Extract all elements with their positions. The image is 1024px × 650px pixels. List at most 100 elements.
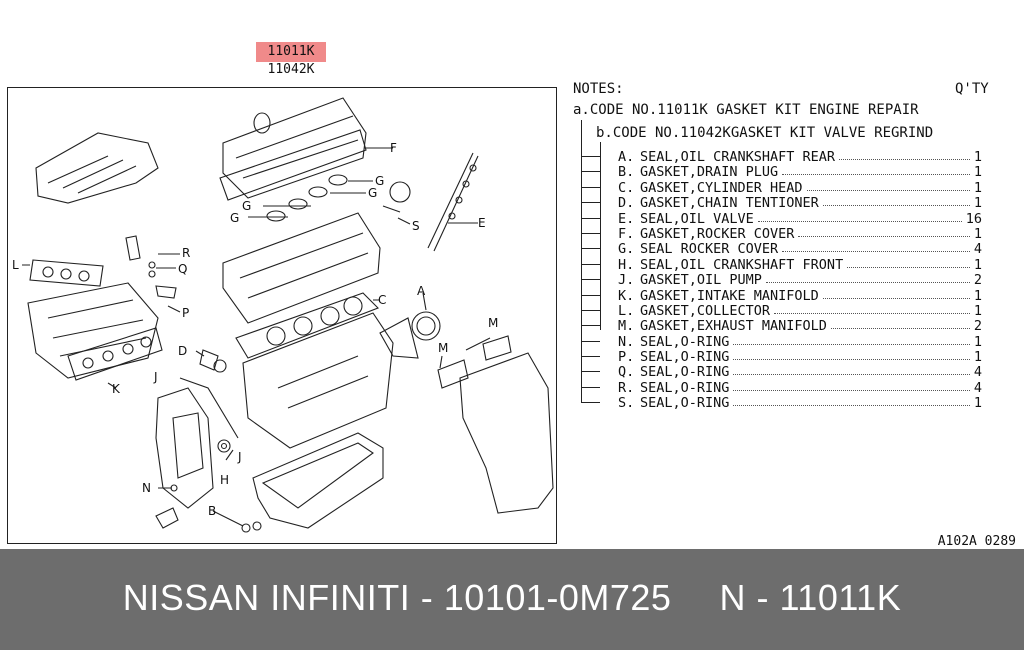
quantity-header: Q'TY bbox=[955, 81, 989, 97]
part-quantity: 1 bbox=[973, 333, 982, 350]
callout-label: E bbox=[478, 216, 486, 230]
part-quantity: 1 bbox=[973, 349, 982, 366]
leader-dots bbox=[774, 312, 970, 314]
part-description: GASKET,DRAIN PLUG bbox=[640, 164, 779, 181]
engine-parts-drawing bbox=[22, 97, 554, 533]
part-row: C. GASKET,CYLINDER HEAD 1 bbox=[578, 179, 998, 196]
part-letter: E. bbox=[618, 210, 635, 227]
part-quantity: 1 bbox=[973, 225, 982, 242]
tree-branch bbox=[582, 232, 600, 234]
part-description: SEAL,O-RING bbox=[640, 364, 730, 381]
part-description: SEAL,O-RING bbox=[640, 395, 730, 412]
part-quantity: 4 bbox=[973, 379, 982, 396]
reference-code: A102A 0289 bbox=[937, 534, 1016, 549]
tree-branch bbox=[582, 386, 600, 388]
part-letter: L. bbox=[618, 302, 635, 319]
leader-dots bbox=[831, 328, 970, 330]
vehicle-part-number: NISSAN INFINITI - 10101-0M725 bbox=[122, 577, 672, 618]
tree-connector bbox=[600, 142, 601, 330]
leader-dots bbox=[733, 343, 970, 345]
part-letter: M. bbox=[618, 318, 635, 335]
tree-branch bbox=[582, 325, 600, 327]
part-description: GASKET,CYLINDER HEAD bbox=[640, 179, 803, 196]
callout-label: H bbox=[220, 473, 230, 487]
callout-label: G bbox=[230, 211, 240, 225]
leader-dots bbox=[782, 251, 970, 253]
callout-label: M bbox=[488, 316, 499, 330]
callout-label: K bbox=[112, 382, 120, 396]
footer-text: NISSAN INFINITI - 10101-0M725 N - 11011K bbox=[0, 577, 1024, 619]
tree-branch bbox=[582, 279, 600, 281]
part-row: N. SEAL,O-RING 1 bbox=[578, 333, 998, 350]
part-letter: G. bbox=[618, 241, 635, 258]
callout-label: N bbox=[142, 481, 151, 495]
tree-branch bbox=[582, 156, 600, 157]
callout-label: G bbox=[375, 174, 385, 188]
part-letter: H. bbox=[618, 256, 635, 273]
part-quantity: 1 bbox=[973, 179, 982, 196]
tree-branch bbox=[582, 202, 600, 204]
part-quantity: 1 bbox=[973, 302, 982, 319]
leader-dots bbox=[733, 374, 970, 376]
callout-label: Q bbox=[178, 262, 188, 276]
part-description: SEAL,O-RING bbox=[640, 333, 730, 350]
part-letter: J. bbox=[618, 272, 635, 289]
kit-code-b: b.CODE NO.11042KGASKET KIT VALVE REGRIND bbox=[596, 125, 934, 141]
leader-dots bbox=[766, 282, 970, 284]
callout-label: C bbox=[378, 293, 387, 307]
part-quantity: 2 bbox=[973, 272, 982, 289]
part-letter: K. bbox=[618, 287, 635, 304]
exploded-parts-diagram: F G G G G E S R Q L P C A M M D J J H K … bbox=[7, 87, 557, 544]
callout-label: S bbox=[412, 219, 420, 233]
tree-branch bbox=[582, 340, 600, 342]
callout-label: G bbox=[368, 186, 378, 200]
part-letter: B. bbox=[618, 164, 635, 181]
part-quantity: 16 bbox=[965, 210, 982, 227]
part-description: SEAL,OIL CRANKSHAFT REAR bbox=[640, 149, 836, 165]
leader-dots bbox=[733, 359, 970, 361]
part-letter: C. bbox=[618, 179, 635, 196]
kit-number: N - 11011K bbox=[719, 577, 902, 618]
leader-dots bbox=[758, 220, 962, 222]
part-letter: N. bbox=[618, 333, 635, 350]
part-quantity: 1 bbox=[973, 149, 982, 165]
part-letter: A. bbox=[618, 149, 635, 165]
callout-label: J bbox=[238, 450, 242, 464]
part-letter: S. bbox=[618, 395, 635, 412]
tree-branch bbox=[582, 402, 600, 404]
tree-branch bbox=[582, 356, 600, 358]
part-description: SEAL,O-RING bbox=[640, 349, 730, 366]
leader-dots bbox=[733, 389, 970, 391]
callout-label: D bbox=[178, 344, 188, 358]
callout-label: B bbox=[208, 504, 217, 518]
part-quantity: 1 bbox=[973, 195, 982, 212]
part-letter: Q. bbox=[618, 364, 635, 381]
part-quantity: 4 bbox=[973, 241, 982, 258]
part-description: GASKET,EXHAUST MANIFOLD bbox=[640, 318, 827, 335]
part-description: GASKET,CHAIN TENTIONER bbox=[640, 195, 819, 212]
callout-label: L bbox=[12, 258, 19, 272]
part-code-highlight: 11011K bbox=[256, 42, 326, 62]
part-row: D. GASKET,CHAIN TENTIONER 1 bbox=[578, 195, 998, 212]
leader-dots bbox=[807, 189, 970, 191]
callout-label: R bbox=[182, 246, 191, 260]
kit-code-a: a.CODE NO.11011K GASKET KIT ENGINE REPAI… bbox=[573, 102, 919, 118]
part-letter: D. bbox=[618, 195, 635, 212]
leader-dots bbox=[798, 235, 970, 237]
leader-dots bbox=[823, 205, 970, 207]
part-description: GASKET,ROCKER COVER bbox=[640, 225, 795, 242]
callout-label: A bbox=[417, 284, 426, 298]
leader-dots bbox=[823, 297, 970, 299]
part-quantity: 1 bbox=[973, 287, 982, 304]
callout-label: P bbox=[182, 306, 190, 320]
